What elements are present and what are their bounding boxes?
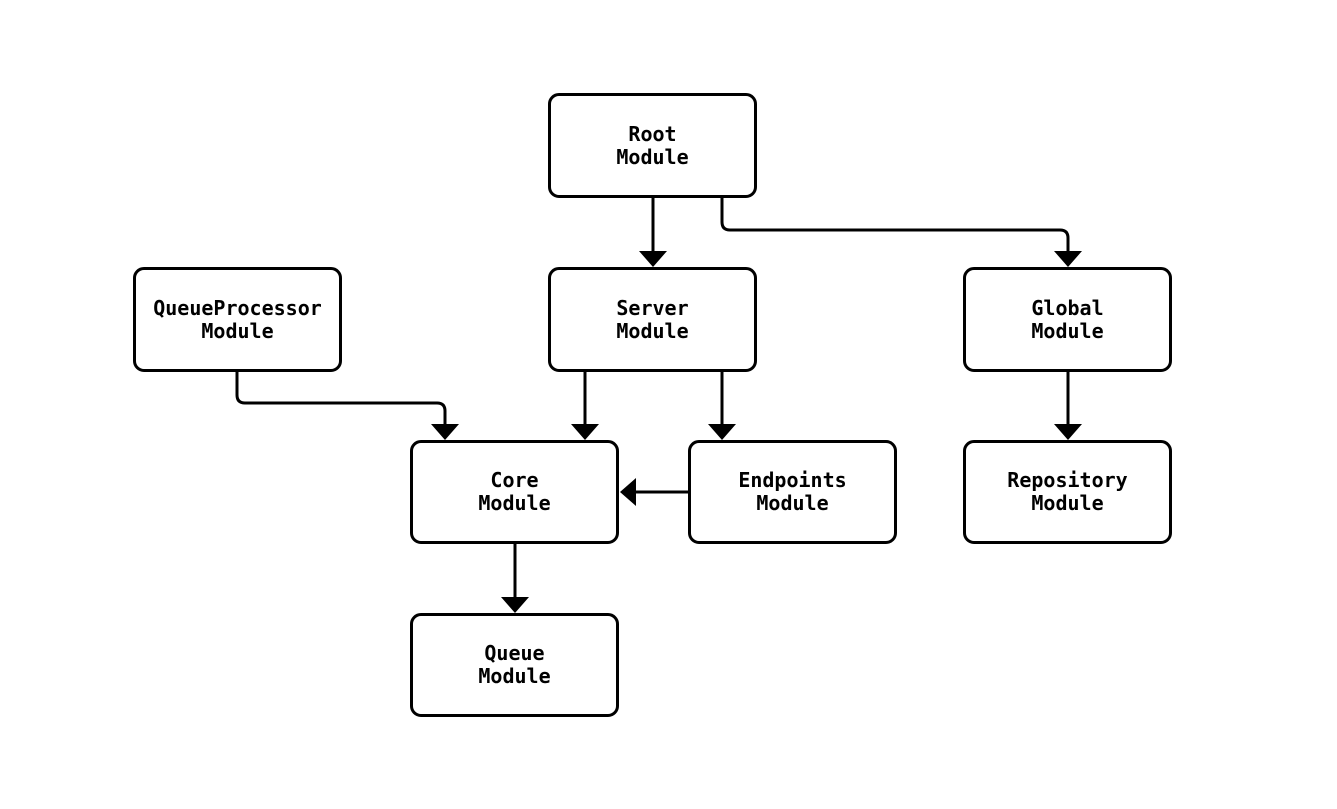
- arrowhead-icon: [639, 251, 667, 267]
- node-label: Core: [490, 468, 539, 492]
- arrowhead-icon: [620, 478, 636, 506]
- node-label: Module: [478, 491, 551, 515]
- arrowhead-icon: [1054, 251, 1082, 267]
- node-label: Module: [616, 144, 689, 169]
- edge-root-server: [639, 198, 667, 267]
- edge-line: [235, 372, 447, 424]
- node-label: Repository: [1007, 468, 1128, 492]
- edge-line: [720, 198, 1070, 251]
- edge-global-repository: [1054, 372, 1082, 440]
- node-label: Module: [1031, 491, 1104, 515]
- node-label: Endpoints: [738, 468, 847, 492]
- edge-endpoints-core: [620, 478, 688, 506]
- arrowhead-icon: [708, 424, 736, 440]
- edge-server-endpoints: [708, 372, 736, 440]
- arrowhead-icon: [501, 597, 529, 613]
- node-label: Module: [478, 664, 551, 688]
- node-label: Global: [1031, 295, 1104, 320]
- node-label: Queue: [484, 641, 545, 665]
- edge-queueprocessor-core: [235, 372, 459, 440]
- edge-core-queue: [501, 544, 529, 613]
- node-label: Module: [616, 318, 689, 343]
- node-label: Root: [628, 121, 677, 146]
- edge-root-global: [720, 198, 1082, 267]
- arrowhead-icon: [571, 424, 599, 440]
- node-label: Module: [201, 318, 274, 343]
- arrowhead-icon: [431, 424, 459, 440]
- node-label: Module: [756, 491, 829, 515]
- edge-server-core: [571, 372, 599, 440]
- node-label: Server: [616, 295, 689, 320]
- arrowhead-icon: [1054, 424, 1082, 440]
- node-label: Module: [1031, 318, 1104, 343]
- node-label: QueueProcessor: [153, 295, 322, 320]
